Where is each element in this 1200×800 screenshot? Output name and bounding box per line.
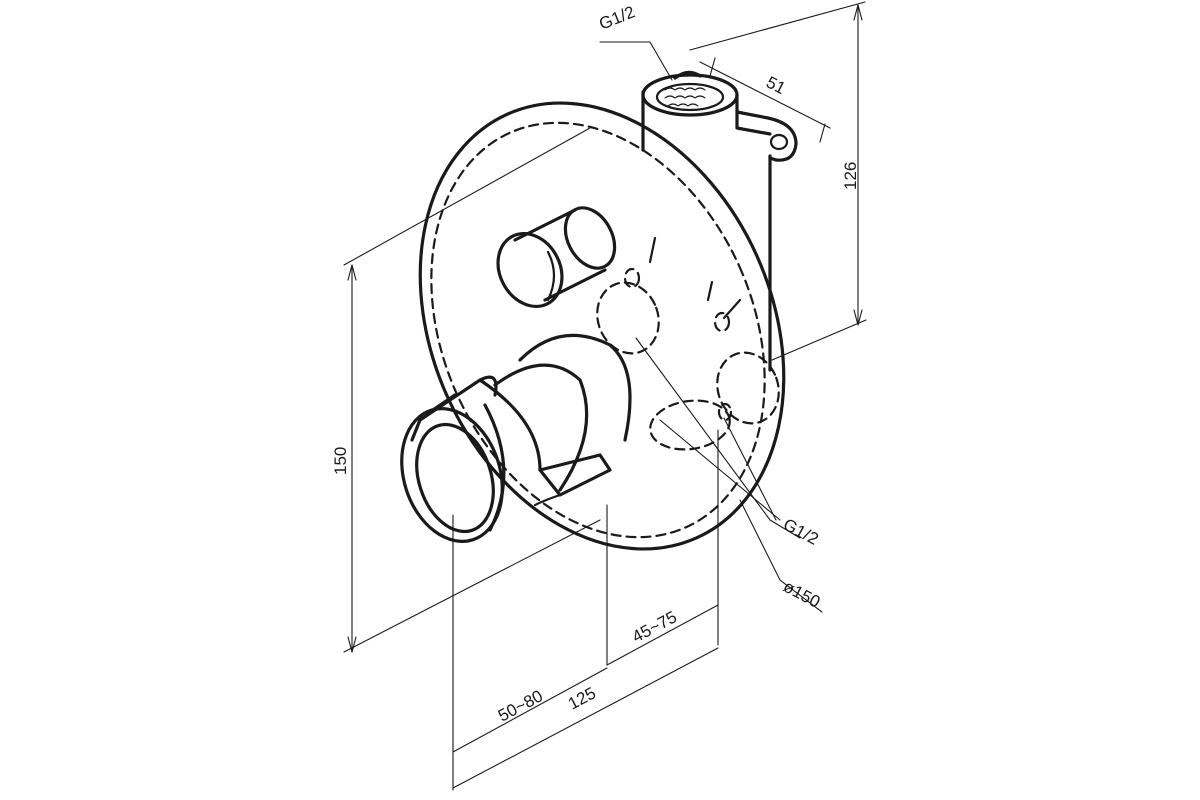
mounting-bracket <box>735 110 798 372</box>
dimension-labels: G1/2 51 126 150 G1/2 ø150 45~75 50~80 12… <box>331 2 860 725</box>
diverter-knob <box>496 206 617 308</box>
cover-plate <box>418 101 786 551</box>
inlet-pipe <box>641 70 739 152</box>
label-150-height: 150 <box>331 447 350 475</box>
outlet-openings <box>596 236 780 451</box>
main-handle <box>400 333 632 543</box>
label-g-top: G1/2 <box>596 2 637 33</box>
dimension-lines <box>343 1 867 791</box>
label-diameter-150: ø150 <box>780 577 823 612</box>
label-50-80: 50~80 <box>495 686 546 725</box>
label-g-side: G1/2 <box>780 515 821 549</box>
label-45-75: 45~75 <box>629 607 680 646</box>
label-51: 51 <box>763 73 788 99</box>
label-126: 126 <box>841 162 860 190</box>
